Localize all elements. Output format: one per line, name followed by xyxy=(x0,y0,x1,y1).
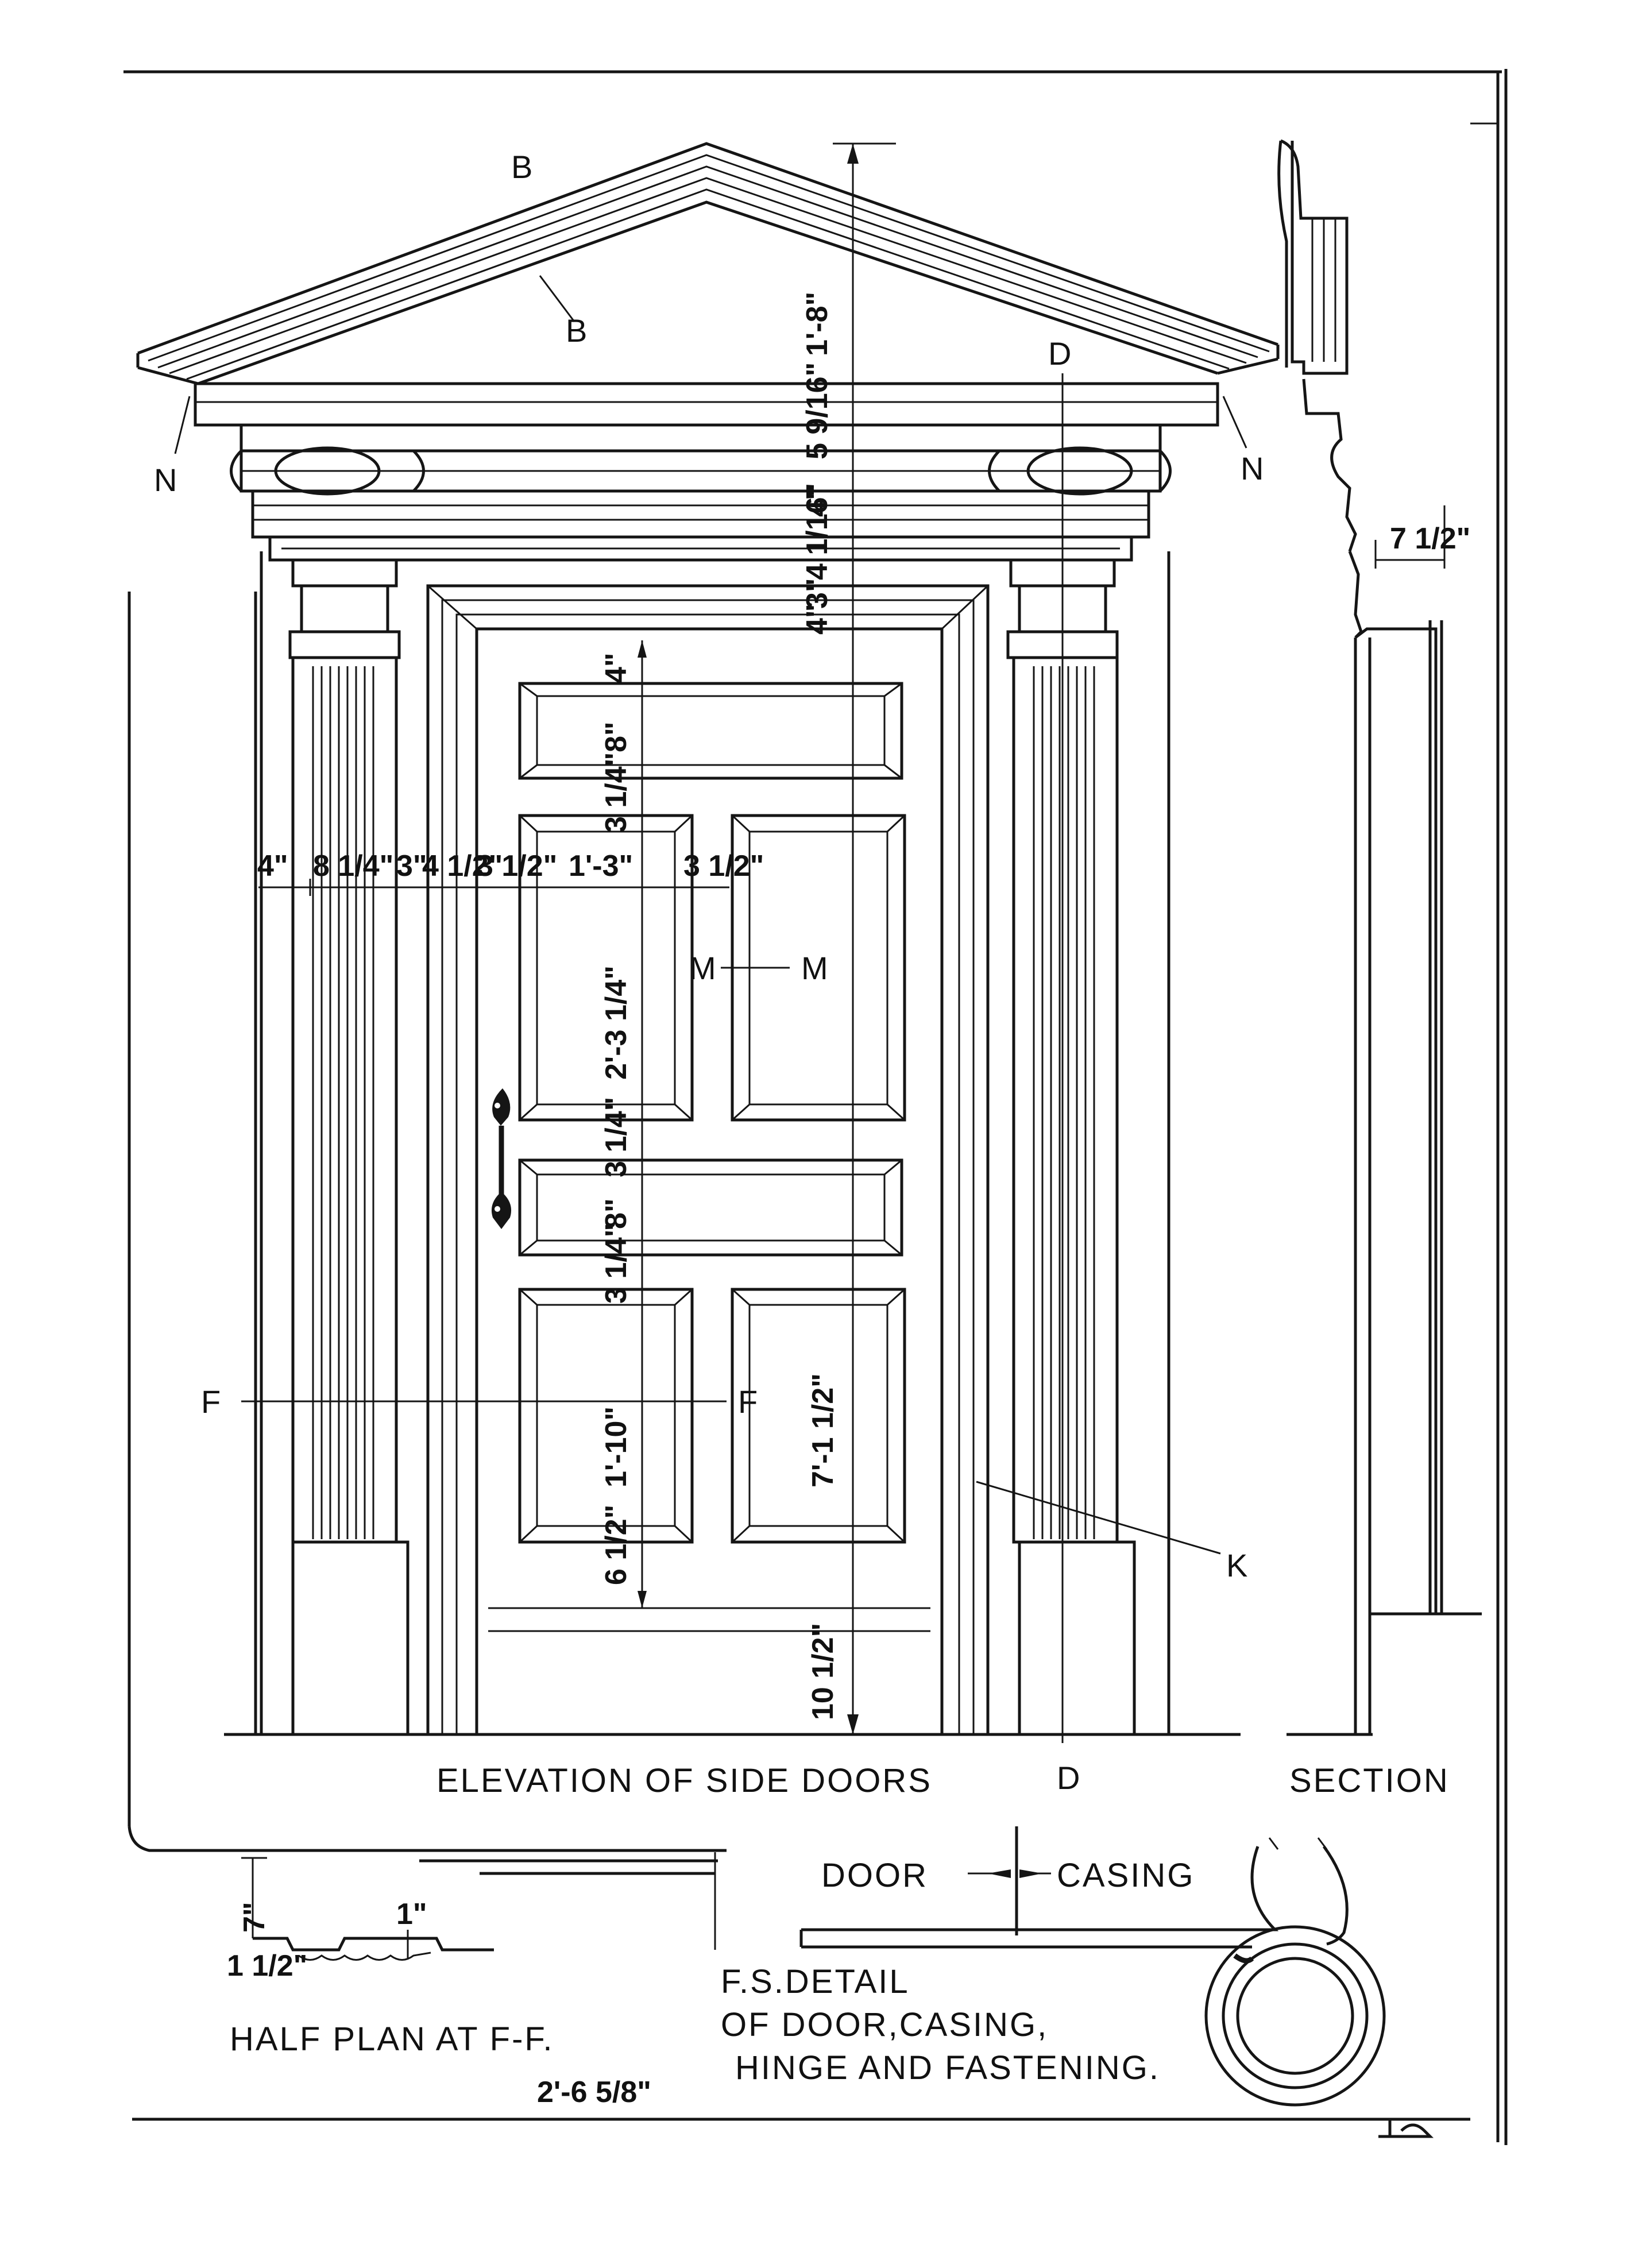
marker-d-top: D xyxy=(1048,335,1071,372)
dim-bottom-rail: 6 1/2" xyxy=(600,1505,633,1585)
half-plan-title: HALF PLAN AT F-F. xyxy=(230,2020,554,2058)
sheet-border xyxy=(123,69,1508,2145)
marker-b-bottom: B xyxy=(566,312,587,349)
lower-right-panel xyxy=(731,1288,906,1544)
fs-detail-title-3: HINGE AND FASTENING. xyxy=(735,2049,1160,2087)
pediment xyxy=(136,142,1280,385)
dim-center-stile: 3 1/2" xyxy=(683,849,764,883)
dim-upper-panel-height: 2'-3 1/4" xyxy=(600,965,633,1080)
upper-left-panel xyxy=(518,814,694,1122)
marker-f-right: F xyxy=(738,1384,758,1420)
dim-pilaster-width: 8 1/4" xyxy=(313,849,393,883)
dim-architrave: 4" xyxy=(801,604,834,635)
dim-plan-small-b: 1 1/2" xyxy=(227,1949,307,1983)
dim-half-width: 2'-6 5/8" xyxy=(537,2076,651,2109)
fs-detail-title-2: OF DOOR,CASING, xyxy=(721,2006,1048,2043)
dim-top-panel: 8" xyxy=(600,721,633,752)
dim-frieze-b: 3" xyxy=(801,578,834,609)
dim-plan-depth: 7" xyxy=(238,1902,271,1933)
marker-k: K xyxy=(1226,1547,1247,1583)
dim-cornice-a: 5 9/16" xyxy=(801,362,834,459)
marker-m-right: M xyxy=(801,950,828,986)
fs-detail-title-1: F.S.DETAIL xyxy=(721,1963,910,2000)
left-pilaster xyxy=(254,551,410,1736)
section-title: SECTION xyxy=(1289,1762,1450,1799)
fs-detail xyxy=(799,1826,1434,2138)
dim-lower-rail: 3 1/4" xyxy=(600,1223,633,1304)
half-plan xyxy=(241,1852,718,1961)
section-profile xyxy=(1277,139,1482,1736)
detail-door-label: DOOR xyxy=(821,1857,928,1894)
vertical-dimension-line xyxy=(638,142,896,1734)
marker-b-top: B xyxy=(511,149,532,185)
right-pilaster xyxy=(1012,551,1170,1736)
marker-n-right: N xyxy=(1241,450,1264,486)
dim-door-height: 7'-1 1/2" xyxy=(806,1373,840,1487)
dim-top-rail: 4" xyxy=(600,652,633,683)
dim-middle-rail: 3 1/4" xyxy=(600,1097,633,1177)
dim-section-projection: 7 1/2" xyxy=(1390,522,1470,555)
dim-casing-width: 4 1/2" xyxy=(422,849,503,883)
dim-lower-panel-height: 1'-10" xyxy=(600,1407,633,1487)
top-panel xyxy=(518,682,903,780)
dim-casing-gap: 3" xyxy=(396,849,427,883)
dim-stile: 3 1/2" xyxy=(477,849,557,883)
right-capital xyxy=(988,446,1172,659)
dim-pilaster-left: 4" xyxy=(257,849,288,883)
marker-m-left: M xyxy=(689,950,716,986)
dim-plan-small-a: 1" xyxy=(396,1898,427,1931)
marker-d-bottom: D xyxy=(1057,1760,1080,1796)
left-capital xyxy=(230,446,425,659)
dim-pediment-height: 1'-8" xyxy=(801,292,834,356)
dim-middle-panel: 8" xyxy=(600,1198,633,1229)
section-cut-lines xyxy=(174,275,1247,1743)
marker-f-left: F xyxy=(201,1384,221,1420)
elevation-title: ELEVATION OF SIDE DOORS xyxy=(436,1762,932,1799)
lower-left-panel xyxy=(518,1288,694,1544)
dim-cornice-b: 4" xyxy=(801,486,834,517)
dim-plinth: 10 1/2" xyxy=(806,1623,840,1720)
entablature xyxy=(194,382,1219,562)
middle-panel xyxy=(518,1158,903,1257)
door-panels xyxy=(518,682,906,1544)
detail-casing-label: CASING xyxy=(1057,1857,1195,1894)
horizontal-dimension-line xyxy=(258,879,729,896)
dim-panel-width: 1'-3" xyxy=(569,849,633,883)
marker-n-left: N xyxy=(154,462,177,498)
hinge-icon xyxy=(491,1088,512,1229)
dim-frieze-a: 4 1/16" xyxy=(801,483,834,580)
dim-lock-rail-upper: 3 1/4" xyxy=(600,752,633,833)
